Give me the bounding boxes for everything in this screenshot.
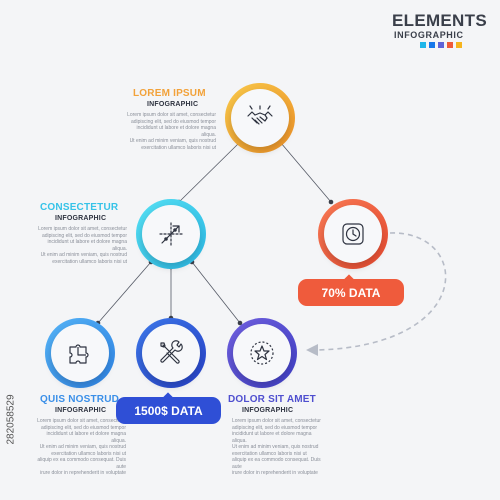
node-bottom-middle: [136, 318, 206, 388]
node-right: [318, 199, 388, 269]
bottom-right-title: DOLOR SIT AMET: [228, 394, 316, 405]
badge-bottom-middle-label: 1500$ DATA: [134, 403, 203, 418]
connector-top-right: [280, 142, 332, 203]
middle-subtitle: INFOGRAPHIC: [55, 215, 107, 222]
connector-top-middle: [178, 142, 240, 203]
brand-subtitle: INFOGRAPHIC: [394, 30, 464, 40]
color-swatches: [420, 42, 462, 48]
brand-title: ELEMENTS: [392, 11, 487, 30]
swatch-cyan: [420, 42, 426, 48]
top-title: LOREM IPSUM: [133, 88, 206, 99]
bottom-left-subtitle: INFOGRAPHIC: [55, 407, 107, 414]
swatch-yellow: [456, 42, 462, 48]
tools-icon: [160, 340, 183, 364]
swatch-indigo: [438, 42, 444, 48]
connector-middle-right: [191, 261, 241, 324]
bottom-right-subtitle: INFOGRAPHIC: [242, 407, 294, 414]
connector-dot: [328, 199, 334, 205]
swatch-red: [447, 42, 453, 48]
handshake-icon: [247, 105, 273, 125]
stock-id-vertical: 282058529: [5, 394, 17, 445]
node-middle: [136, 199, 206, 269]
puzzle-icon: [69, 344, 89, 364]
bottom-left-title: QUIS NOSTRUD: [40, 394, 120, 405]
middle-title: CONSECTETUR: [40, 202, 119, 213]
clock-icon: [342, 223, 364, 245]
dashed-return-arrow: [317, 232, 447, 351]
top-subtitle: INFOGRAPHIC: [147, 101, 199, 108]
badge-right-label: 70% DATA: [321, 285, 381, 300]
node-top: [225, 83, 295, 153]
chart-growth-icon: [159, 222, 183, 246]
arrow-head: [306, 344, 318, 356]
badge-right: 70% DATA: [298, 274, 404, 306]
node-bottom-left: [45, 318, 115, 388]
swatch-blue: [429, 42, 435, 48]
badge-bottom-middle: 1500$ DATA: [116, 392, 221, 424]
connector-middle-left: [97, 261, 152, 324]
star-badge-icon: [250, 341, 274, 365]
node-bottom-right: [227, 318, 297, 388]
